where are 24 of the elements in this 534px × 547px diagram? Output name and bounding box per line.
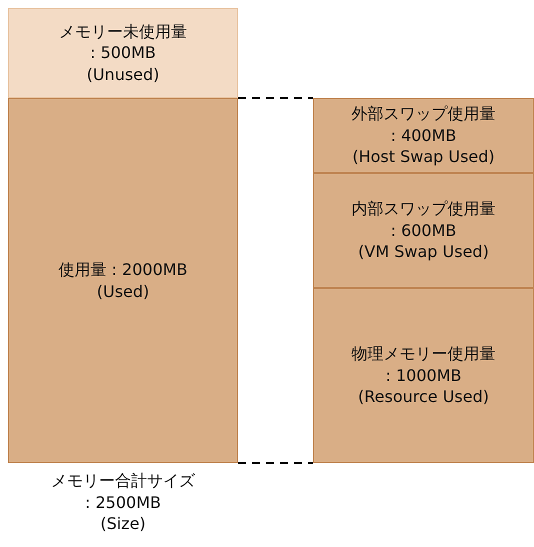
block-text: 内部スワップ使用量 bbox=[352, 198, 496, 220]
block-text: 物理メモリー使用量 bbox=[352, 343, 496, 365]
block-text: : 400MB bbox=[390, 124, 456, 146]
block-text: (Used) bbox=[96, 280, 150, 302]
block-text: : 500MB bbox=[90, 42, 156, 64]
block-text: : 1000MB bbox=[386, 364, 462, 386]
dashed-connector bbox=[238, 97, 313, 99]
block-text: メモリー未使用量 bbox=[59, 20, 187, 42]
total-size-text: メモリー合計サイズ bbox=[51, 470, 195, 492]
block-text: : 600MB bbox=[390, 220, 456, 242]
block-text: 外部スワップ使用量 bbox=[352, 103, 496, 125]
block-text: (Unused) bbox=[86, 64, 160, 86]
memory-block bbox=[313, 98, 534, 173]
block-text: (VM Swap Used) bbox=[358, 241, 489, 263]
block-text: (Resource Used) bbox=[358, 386, 489, 408]
memory-block bbox=[8, 98, 238, 463]
total-size-text: (Size) bbox=[100, 513, 146, 535]
dashed-connector bbox=[238, 462, 313, 464]
block-text: 使用量 : 2000MB bbox=[58, 258, 188, 280]
memory-block bbox=[313, 173, 534, 288]
memory-block bbox=[313, 288, 534, 463]
total-size-text: : 2500MB bbox=[85, 492, 161, 514]
memory-block bbox=[8, 8, 238, 98]
block-text: (Host Swap Used) bbox=[352, 146, 495, 168]
